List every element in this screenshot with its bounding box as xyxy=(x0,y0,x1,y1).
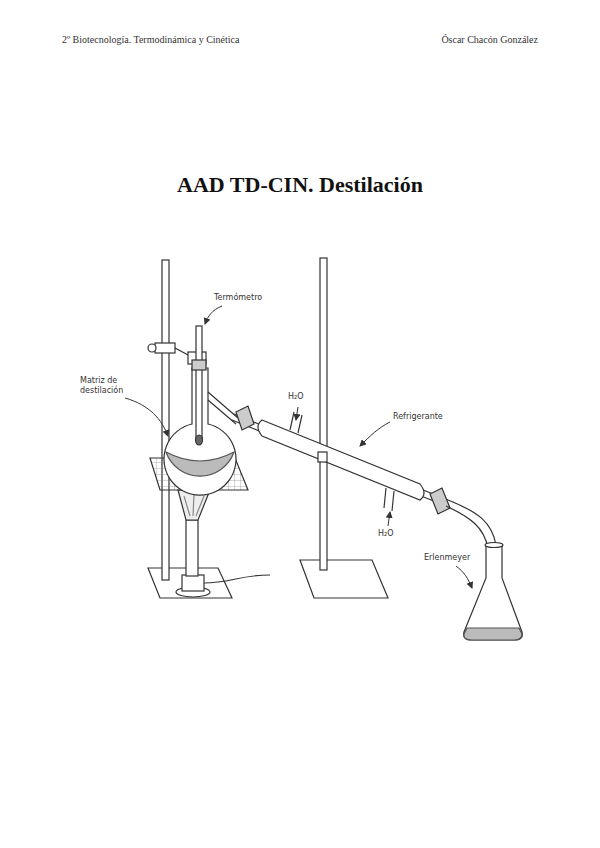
header-author: Óscar Chacón González xyxy=(441,34,538,45)
condenser xyxy=(232,406,448,511)
leader-line xyxy=(360,422,390,446)
header-text: 2º Biotecnología. Termodinámica y Cinéti… xyxy=(62,34,239,45)
erlenmeyer-flask xyxy=(464,543,523,641)
leader-line xyxy=(388,512,390,526)
leader-line xyxy=(125,398,168,436)
stand-rod xyxy=(162,260,169,580)
leader-line xyxy=(205,306,222,324)
thermometer xyxy=(192,326,206,445)
part-label: Matriz de destilación xyxy=(80,376,142,395)
leader-line xyxy=(456,566,472,588)
stand-rod xyxy=(320,258,327,570)
leader-arrows xyxy=(125,306,472,588)
page-title: AAD TD-CIN. Destilación xyxy=(0,172,600,198)
part-label: H₂O xyxy=(288,392,304,402)
part-label: Erlenmeyer xyxy=(424,553,470,563)
part-label: Termómetro xyxy=(214,293,262,303)
part-label: H₂O xyxy=(378,529,394,539)
bunsen-burner xyxy=(176,490,270,597)
leader-line xyxy=(296,407,298,420)
part-label: Refrigerante xyxy=(393,412,443,422)
adapter xyxy=(430,488,496,548)
stand-base xyxy=(300,560,388,598)
